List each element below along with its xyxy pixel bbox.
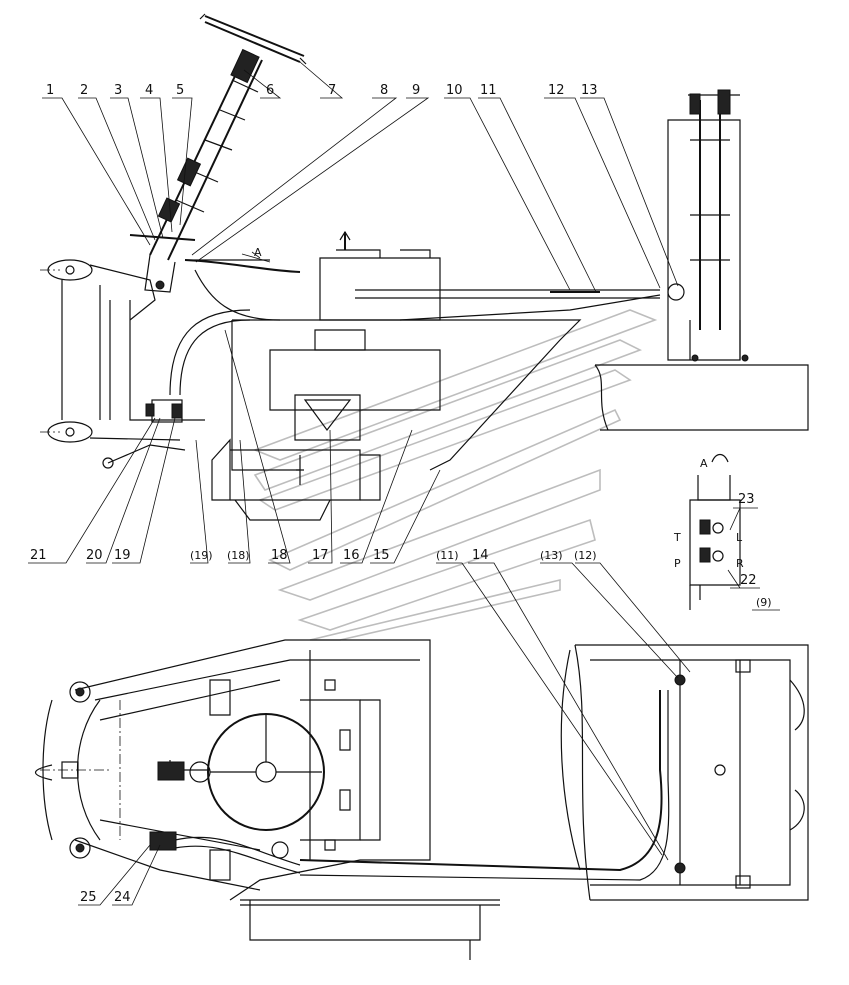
callout-20: 20 (86, 548, 103, 563)
callouts-middle: 21 20 19 (19) (18) 18 17 16 15 (11) 14 (… (30, 548, 597, 563)
callout-3: 3 (114, 83, 122, 98)
hoses-plan (149, 690, 670, 960)
callout-13: 13 (581, 83, 598, 98)
callout-25: 25 (80, 890, 97, 905)
callout-10: 10 (446, 83, 463, 98)
steering-column (129, 48, 263, 293)
callout-24: 24 (114, 890, 131, 905)
callout-2: 2 (80, 83, 88, 98)
port-p-label: P (674, 557, 681, 570)
callout-5: 5 (176, 83, 184, 98)
callout-17: 17 (312, 548, 329, 563)
callout-18-ref: (18) (227, 549, 250, 562)
port-r-label: R (736, 557, 744, 570)
callouts-top: 1 2 3 4 5 6 7 8 9 10 11 12 13 (46, 83, 598, 98)
callout-14: 14 (472, 548, 489, 563)
callouts-bottom: 25 24 (80, 890, 131, 905)
callout-18: 18 (271, 548, 288, 563)
machine-body-top (211, 230, 582, 521)
watermark (252, 309, 658, 641)
callout-11-ref: (11) (436, 549, 459, 562)
callout-21: 21 (30, 548, 47, 563)
callout-9: 9 (412, 83, 420, 98)
priority-valve (145, 399, 183, 423)
callout-4: 4 (145, 83, 153, 98)
callout-1: 1 (46, 83, 54, 98)
detail-view-a (689, 453, 741, 610)
front-frame-side (40, 259, 205, 469)
callout-7: 7 (328, 83, 336, 98)
steering-cylinder (594, 89, 809, 431)
view-a-label: A (254, 246, 262, 259)
callouts-detail: 23 22 (9) A T L P R (673, 457, 772, 609)
steering-wheel-top (199, 13, 307, 65)
port-t-label: T (673, 531, 681, 544)
hydraulic-hoses-top (169, 259, 661, 396)
port-l-label: L (736, 531, 743, 544)
callout-12-ref: (12) (574, 549, 597, 562)
detail-view-label: A (700, 457, 708, 470)
frame-plan (34, 639, 431, 901)
callout-22: 22 (740, 573, 757, 588)
callout-6: 6 (266, 83, 274, 98)
callout-9-ref: (9) (756, 596, 772, 609)
callout-19-ref: (19) (190, 549, 213, 562)
callout-19: 19 (114, 548, 131, 563)
leader-lines (28, 61, 780, 906)
rear-frame-plan (560, 644, 809, 901)
callout-16: 16 (343, 548, 360, 563)
callout-23: 23 (738, 492, 755, 507)
callout-12: 12 (548, 83, 565, 98)
callout-15: 15 (373, 548, 390, 563)
callout-13-ref: (13) (540, 549, 563, 562)
steering-wheel-plan (157, 713, 325, 831)
callout-11: 11 (480, 83, 497, 98)
callout-8: 8 (380, 83, 388, 98)
